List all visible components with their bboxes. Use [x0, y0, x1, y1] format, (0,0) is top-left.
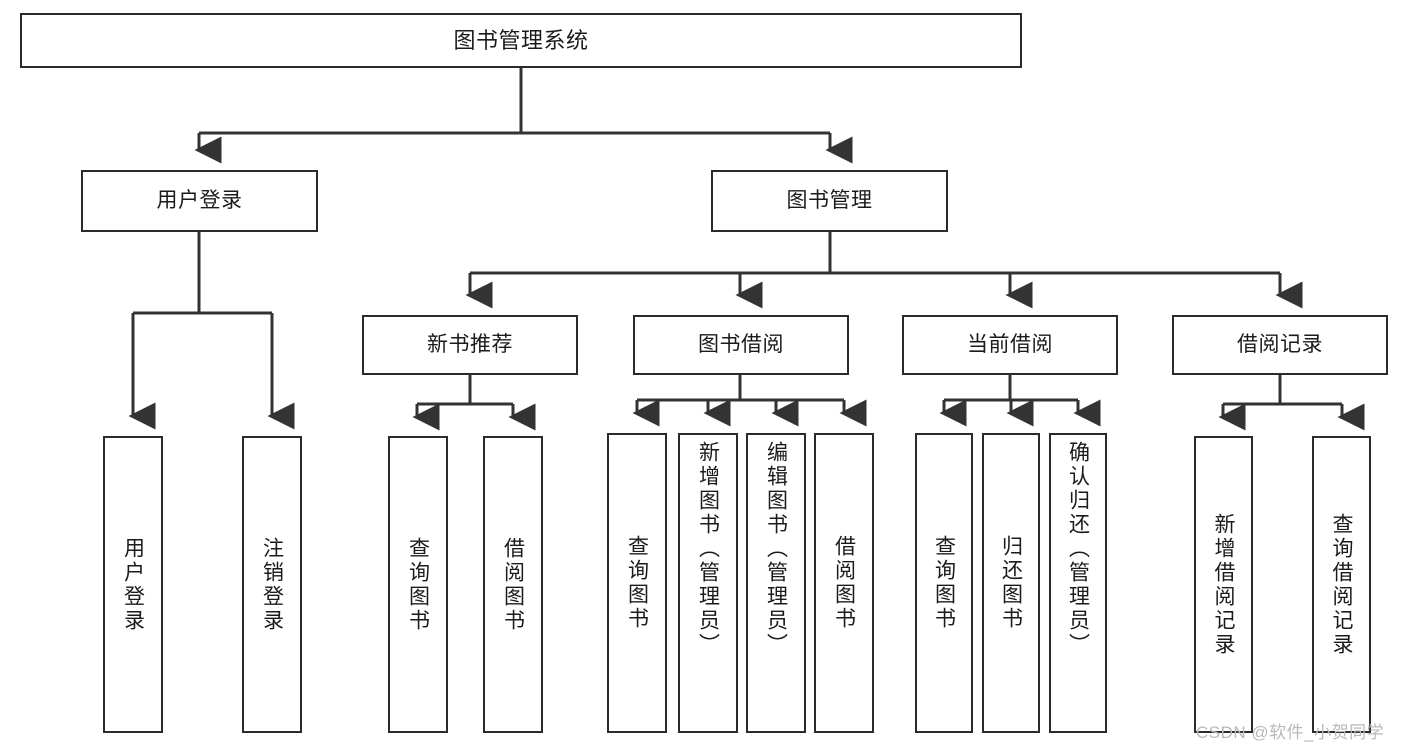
- node-book-manage[interactable]: 图书管理: [711, 170, 948, 232]
- node-leaf-user-login[interactable]: 用户登录: [103, 436, 163, 733]
- node-borrow-record[interactable]: 借阅记录: [1172, 315, 1388, 375]
- node-leaf-add-book-label: 新增图书（管理员）: [696, 441, 720, 657]
- node-leaf-edit-book[interactable]: 编辑图书（管理员）: [746, 433, 806, 733]
- node-leaf-logout-label: 注销登录: [260, 536, 284, 633]
- node-book-manage-label: 图书管理: [786, 188, 873, 212]
- node-user-login-label: 用户登录: [156, 188, 243, 212]
- node-leaf-return-book[interactable]: 归还图书: [982, 433, 1040, 733]
- node-user-login[interactable]: 用户登录: [81, 170, 318, 232]
- node-leaf-confirm-return-label: 确认归还（管理员）: [1066, 441, 1090, 657]
- node-leaf-query-book-3[interactable]: 查询图书: [915, 433, 973, 733]
- node-leaf-query-record[interactable]: 查询借阅记录: [1312, 436, 1371, 733]
- node-leaf-add-record[interactable]: 新增借阅记录: [1194, 436, 1253, 733]
- node-new-book-recommend-label: 新书推荐: [427, 332, 513, 356]
- node-book-borrow[interactable]: 图书借阅: [633, 315, 849, 375]
- node-root-label: 图书管理系统: [453, 27, 589, 53]
- node-leaf-add-book[interactable]: 新增图书（管理员）: [678, 433, 738, 733]
- node-leaf-query-book-2-label: 查询图书: [625, 535, 649, 631]
- node-leaf-query-book-1-label: 查询图书: [406, 536, 430, 633]
- node-leaf-add-record-label: 新增借阅记录: [1212, 512, 1235, 657]
- node-leaf-borrow-book-2[interactable]: 借阅图书: [814, 433, 874, 733]
- node-leaf-query-record-label: 查询借阅记录: [1330, 512, 1353, 657]
- node-root[interactable]: 图书管理系统: [20, 13, 1022, 68]
- node-current-borrow-label: 当前借阅: [967, 332, 1053, 356]
- node-leaf-query-book-2[interactable]: 查询图书: [607, 433, 667, 733]
- node-current-borrow[interactable]: 当前借阅: [902, 315, 1118, 375]
- node-borrow-record-label: 借阅记录: [1237, 332, 1323, 356]
- node-leaf-user-login-label: 用户登录: [121, 536, 145, 633]
- node-leaf-query-book-3-label: 查询图书: [932, 535, 956, 631]
- node-leaf-borrow-book-1[interactable]: 借阅图书: [483, 436, 543, 733]
- node-leaf-borrow-book-2-label: 借阅图书: [832, 535, 856, 631]
- node-leaf-confirm-return[interactable]: 确认归还（管理员）: [1049, 433, 1107, 733]
- node-leaf-query-book-1[interactable]: 查询图书: [388, 436, 448, 733]
- node-leaf-logout[interactable]: 注销登录: [242, 436, 302, 733]
- node-leaf-borrow-book-1-label: 借阅图书: [501, 536, 525, 633]
- node-leaf-edit-book-label: 编辑图书（管理员）: [764, 441, 788, 657]
- watermark-text: CSDN @软件_小贺同学: [1196, 723, 1385, 742]
- node-leaf-return-book-label: 归还图书: [999, 535, 1023, 631]
- node-book-borrow-label: 图书借阅: [698, 332, 784, 356]
- node-new-book-recommend[interactable]: 新书推荐: [362, 315, 578, 375]
